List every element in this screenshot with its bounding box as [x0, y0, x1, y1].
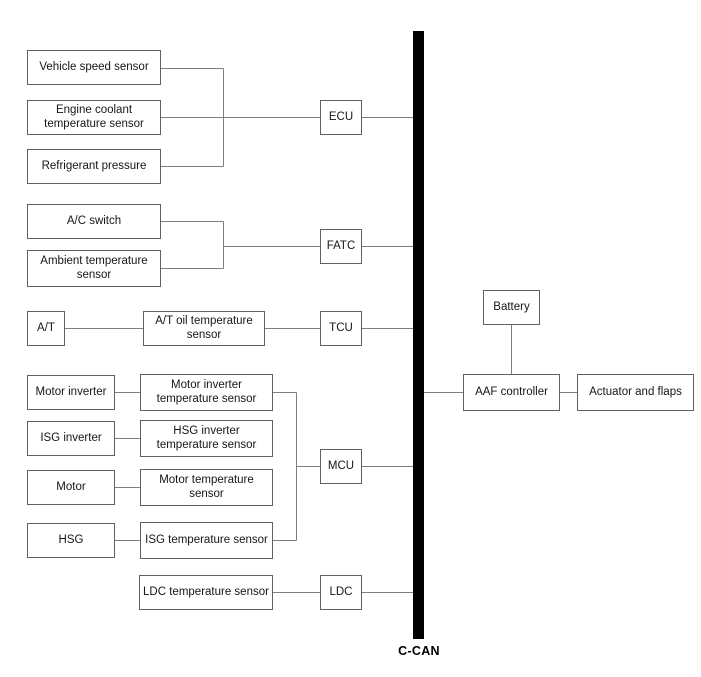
node-motor: Motor: [27, 470, 115, 505]
node-isg-inverter: ISG inverter: [27, 421, 115, 456]
node-engine-coolant-temperature-sensor: Engine coolant temperature sensor: [27, 100, 161, 135]
node-isg-temperature-sensor: ISG temperature sensor: [140, 522, 273, 559]
node-ecu: ECU: [320, 100, 362, 135]
node-motor-inverter: Motor inverter: [27, 375, 115, 410]
c-can-bus-label: C-CAN: [398, 644, 440, 658]
node-vehicle-speed-sensor: Vehicle speed sensor: [27, 50, 161, 85]
node-mcu: MCU: [320, 449, 362, 484]
node-ambient-temperature-sensor: Ambient temperature sensor: [27, 250, 161, 287]
c-can-bus-bar: [413, 31, 424, 639]
node-fatc: FATC: [320, 229, 362, 264]
node-tcu: TCU: [320, 311, 362, 346]
node-ldc: LDC: [320, 575, 362, 610]
node-at: A/T: [27, 311, 65, 346]
node-battery: Battery: [483, 290, 540, 325]
node-ldc-temperature-sensor: LDC temperature sensor: [139, 575, 273, 610]
node-actuator-and-flaps: Actuator and flaps: [577, 374, 694, 411]
node-aaf-controller: AAF controller: [463, 374, 560, 411]
node-at-oil-temperature-sensor: A/T oil temperature sensor: [143, 311, 265, 346]
node-motor-temperature-sensor: Motor temperature sensor: [140, 469, 273, 506]
node-motor-inverter-temperature-sensor: Motor inverter temperature sensor: [140, 374, 273, 411]
node-hsg: HSG: [27, 523, 115, 558]
node-hsg-inverter-temperature-sensor: HSG inverter temperature sensor: [140, 420, 273, 457]
node-ac-switch: A/C switch: [27, 204, 161, 239]
node-refrigerant-pressure: Refrigerant pressure: [27, 149, 161, 184]
